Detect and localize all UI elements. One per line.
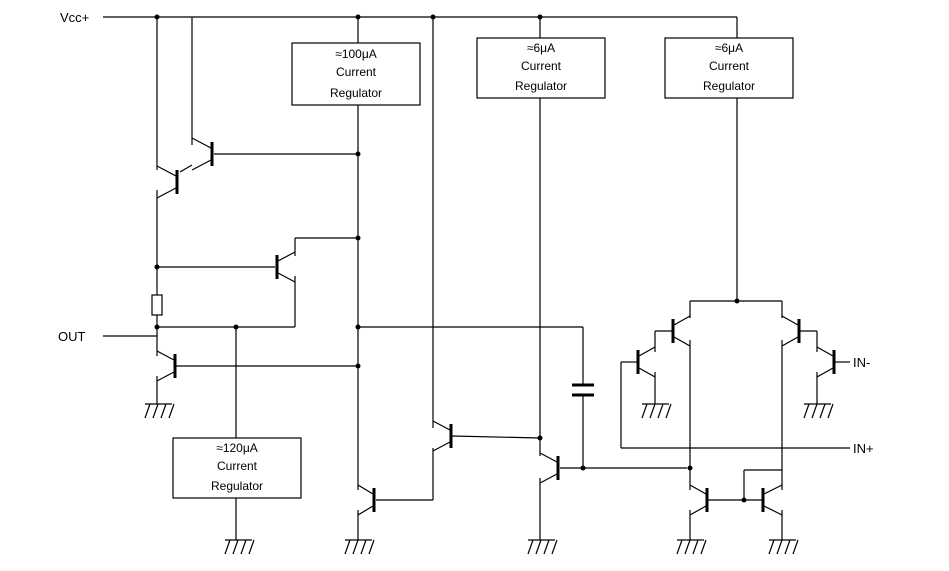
transistor-q10	[636, 346, 656, 378]
ground-icon	[224, 539, 255, 555]
regulator-6ua-middle: ≈6μA Current Regulator	[476, 37, 606, 99]
ground-icon	[144, 403, 175, 419]
vcc-label: Vcc+	[60, 10, 89, 25]
transistor-q11	[816, 346, 836, 378]
ground-icon	[803, 403, 834, 419]
regulator-current: ≈100μA	[335, 47, 377, 61]
regulator-line2: Current	[217, 459, 258, 473]
out-label: OUT	[58, 329, 86, 344]
in-minus-label: IN-	[853, 355, 870, 370]
transistor-q5	[357, 484, 376, 516]
regulator-line2: Current	[521, 59, 562, 73]
transistor-q13	[761, 484, 783, 516]
transistors	[156, 137, 836, 516]
transistor-q4	[156, 350, 177, 382]
regulator-current: ≈120μA	[216, 441, 258, 455]
regulator-line2: Current	[336, 65, 377, 79]
ground-icon	[641, 403, 672, 419]
transistor-q8	[671, 315, 691, 347]
transistor-q12	[689, 484, 709, 516]
in-plus-label: IN+	[853, 441, 874, 456]
transistor-q7	[539, 452, 560, 484]
regulator-current: ≈6μA	[527, 41, 555, 55]
ground-icon	[527, 539, 558, 555]
regulator-line3: Regulator	[211, 479, 263, 493]
regulator-line3: Regulator	[515, 79, 567, 93]
regulator-current: ≈6μA	[715, 41, 743, 55]
resistor	[151, 294, 163, 316]
regulator-line3: Regulator	[330, 86, 382, 100]
regulator-120ua: ≈120μA Current Regulator	[172, 437, 302, 499]
transistor-q6	[432, 420, 453, 452]
wires	[103, 16, 850, 540]
ground-icon	[676, 539, 707, 555]
capacitor	[572, 383, 594, 397]
regulator-line2: Current	[709, 59, 750, 73]
transistor-q2	[156, 165, 179, 199]
transistor-q1	[191, 137, 214, 171]
regulator-line3: Regulator	[703, 79, 755, 93]
ground-icon	[768, 539, 799, 555]
junction-dots	[154, 14, 747, 503]
grounds	[144, 403, 834, 555]
transistor-q3	[275, 251, 296, 283]
regulator-100ua: ≈100μA Current Regulator	[291, 42, 421, 106]
transistor-q9	[781, 315, 801, 347]
ground-icon	[344, 539, 375, 555]
regulator-6ua-right: ≈6μA Current Regulator	[664, 37, 794, 99]
